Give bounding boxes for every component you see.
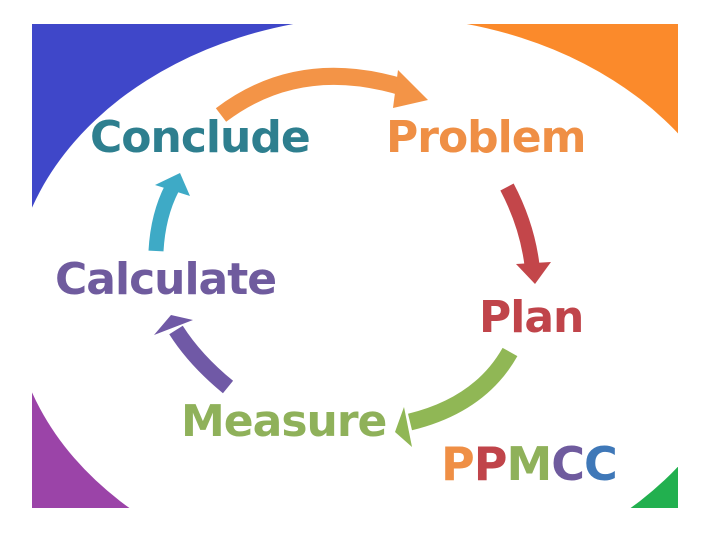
acronym-letter: C [583, 437, 618, 491]
acronym-title: PPMCC [441, 441, 618, 487]
arrow-conclude-to-problem [215, 67, 428, 122]
step-label-conclude: Conclude [90, 112, 311, 163]
background-frame [32, 24, 678, 508]
step-label-calculate: Calculate [55, 254, 277, 305]
acronym-letter: M [506, 437, 552, 491]
step-label-plan: Plan [479, 292, 584, 343]
step-label-problem: Problem [386, 112, 586, 163]
arrow-problem-to-plan [500, 183, 551, 284]
arrow-plan-to-measure [395, 347, 518, 447]
step-label-measure: Measure [181, 396, 387, 447]
acronym-letter: P [441, 437, 475, 491]
acronym-letter: C [551, 437, 585, 491]
center-ellipse [32, 24, 678, 508]
arrow-measure-to-calculate [154, 315, 234, 394]
arrow-calculate-to-conclude [148, 173, 190, 252]
acronym-letter: P [473, 437, 508, 491]
